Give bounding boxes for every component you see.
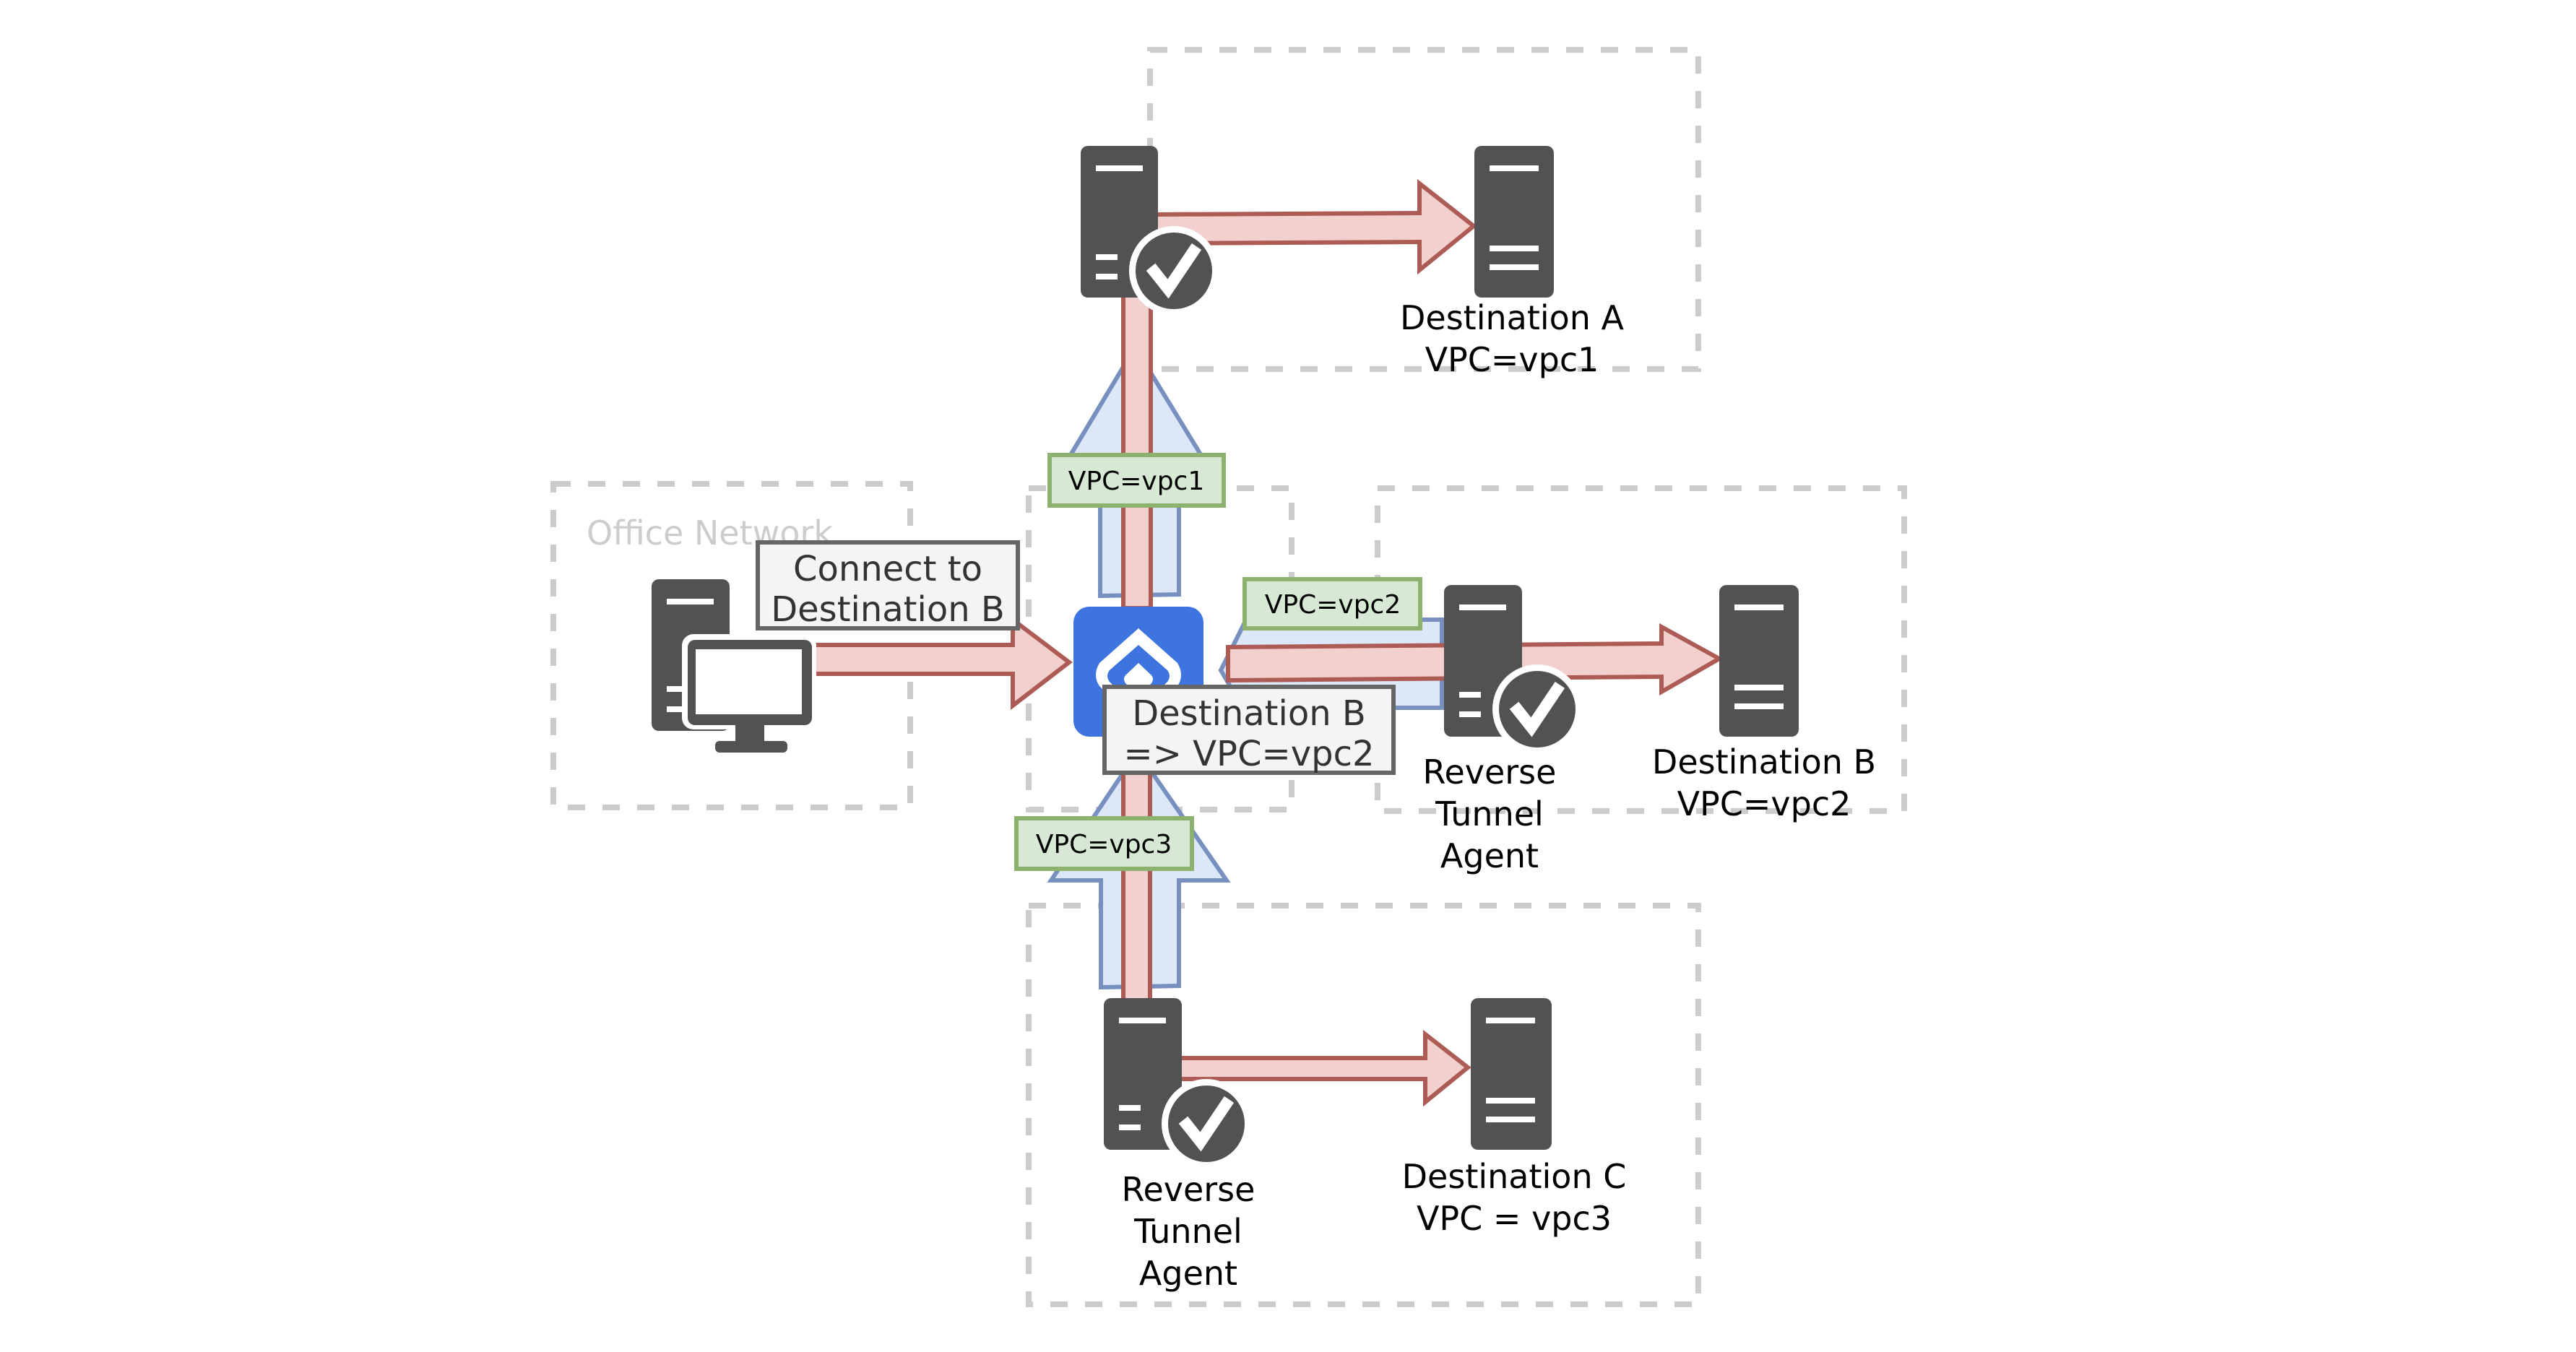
desktop-computer-icon (652, 579, 816, 753)
svg-text:VPC=vpc3: VPC=vpc3 (1036, 830, 1172, 859)
server-icon (1719, 585, 1799, 737)
svg-text:=> VPC=vpc2: => VPC=vpc2 (1123, 734, 1374, 774)
agent-server-vpc1[interactable] (1081, 146, 1219, 316)
destination-b-label-line2: VPC=vpc2 (1677, 784, 1851, 823)
agent-server-vpc2[interactable] (1444, 585, 1582, 754)
zone-office-network (550, 481, 913, 810)
check-badge-icon (1492, 664, 1582, 754)
vpc-tag-vpc1: VPC=vpc1 (1047, 453, 1226, 508)
agent-vpc2-label-line2: Tunnel (1435, 794, 1544, 833)
destination-c-server[interactable] (1471, 998, 1552, 1150)
vpc-tag-vpc3: VPC=vpc3 (1014, 816, 1194, 871)
vpc-tag-vpc2: VPC=vpc2 (1242, 577, 1422, 630)
agent-vpc3-label-line1: Reverse (1122, 1170, 1255, 1209)
agent-vpc3-label-line3: Agent (1139, 1254, 1237, 1293)
svg-text:Destination B: Destination B (1132, 693, 1366, 734)
agent-server-vpc3[interactable] (1104, 998, 1251, 1169)
agent-vpc2-label-line1: Reverse (1423, 753, 1557, 792)
svg-text:VPC=vpc1: VPC=vpc1 (1068, 467, 1205, 496)
server-icon (1474, 146, 1554, 298)
destination-b-server[interactable] (1719, 585, 1799, 737)
server-icon (1471, 998, 1552, 1150)
traffic-arrow-agent-to-dest-c (1148, 1029, 1471, 1107)
destination-a-server[interactable] (1474, 146, 1554, 298)
check-badge-icon (1162, 1079, 1251, 1169)
svg-text:Destination B: Destination B (771, 589, 1005, 630)
destination-a-label-line2: VPC=vpc1 (1425, 340, 1599, 379)
check-badge-icon (1129, 226, 1219, 316)
destination-c-label-line1: Destination C (1402, 1157, 1627, 1196)
destination-b-label-line1: Destination B (1652, 742, 1876, 781)
destination-c-label-line2: VPC = vpc3 (1417, 1199, 1612, 1238)
traffic-arrow-gateway-to-vpc3 (1121, 763, 1152, 1018)
zone-vpc3 (1026, 903, 1701, 1307)
note-connect-to-destination-b: Connect to Destination B (756, 540, 1020, 630)
note-route-destination-b: Destination B => VPC=vpc2 (1102, 685, 1396, 775)
svg-text:VPC=vpc2: VPC=vpc2 (1265, 590, 1401, 620)
svg-text:Connect to: Connect to (793, 549, 982, 589)
agent-vpc3-label-line2: Tunnel (1133, 1212, 1242, 1251)
client-computer[interactable] (652, 579, 816, 753)
server-icon (1104, 998, 1182, 1150)
traffic-arrow-client-to-gateway (803, 615, 1073, 711)
agent-vpc2-label-line3: Agent (1440, 836, 1539, 875)
destination-a-label-line1: Destination A (1400, 298, 1625, 337)
